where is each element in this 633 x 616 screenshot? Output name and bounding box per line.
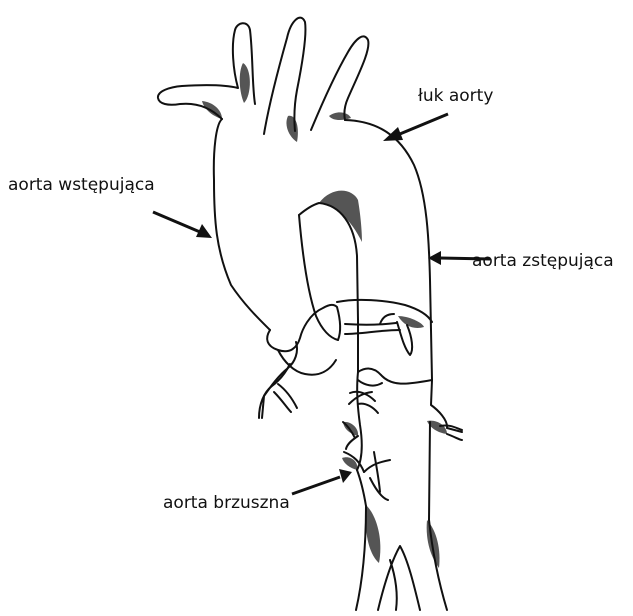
abdominal-arrow [292, 469, 352, 494]
aorta-outline [158, 18, 462, 610]
label-arrows [153, 114, 490, 494]
arch-label: łuk aorty [418, 88, 493, 105]
ascending-aorta-label: aorta wstępująca [8, 177, 155, 194]
descending-aorta-label: aorta zstępująca [472, 253, 614, 270]
ascending-arrow [153, 212, 212, 238]
abdominal-aorta-label: aorta brzuszna [163, 495, 290, 512]
